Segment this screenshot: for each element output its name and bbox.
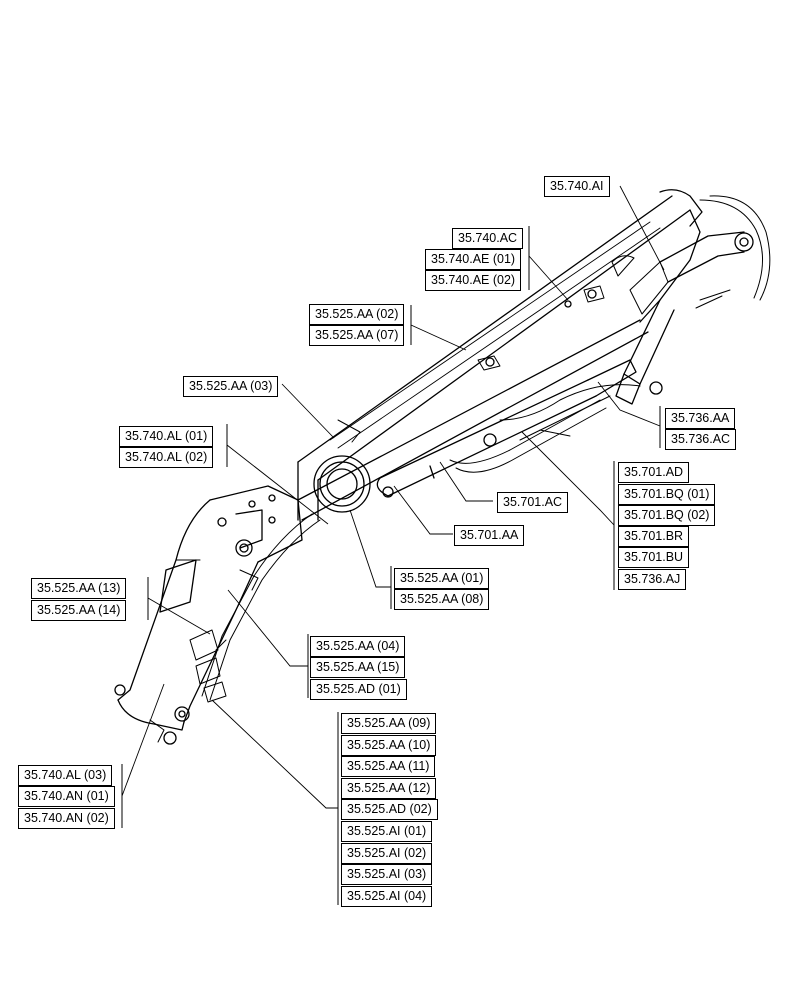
callout-35-701-bu[interactable]: 35.701.BU bbox=[618, 547, 690, 568]
callout-35-740-an-02[interactable]: 35.740.AN (02) bbox=[18, 808, 115, 829]
callout-35-525-aa-08[interactable]: 35.525.AA (08) bbox=[394, 589, 490, 610]
callout-35-701-aa[interactable]: 35.701.AA bbox=[454, 525, 525, 546]
callout-35-525-ai-01[interactable]: 35.525.AI (01) bbox=[341, 821, 433, 842]
callout-35-701-bq-01[interactable]: 35.701.BQ (01) bbox=[618, 484, 716, 505]
callout-35-736-ac[interactable]: 35.736.AC bbox=[665, 429, 737, 450]
callout-35-525-aa-11[interactable]: 35.525.AA (11) bbox=[341, 756, 436, 777]
callout-35-740-al-01[interactable]: 35.740.AL (01) bbox=[119, 426, 214, 447]
callout-35-525-aa-03[interactable]: 35.525.AA (03) bbox=[183, 376, 279, 397]
callout-35-525-ai-04[interactable]: 35.525.AI (04) bbox=[341, 886, 433, 907]
callout-35-525-ad-01[interactable]: 35.525.AD (01) bbox=[310, 679, 407, 700]
callout-35-740-ae-01[interactable]: 35.740.AE (01) bbox=[425, 249, 522, 270]
callout-35-525-aa-13[interactable]: 35.525.AA (13) bbox=[31, 578, 127, 599]
callout-35-525-aa-12[interactable]: 35.525.AA (12) bbox=[341, 778, 437, 799]
callout-35-740-an-01[interactable]: 35.740.AN (01) bbox=[18, 786, 115, 807]
callout-35-701-bq-02[interactable]: 35.701.BQ (02) bbox=[618, 505, 716, 526]
callout-35-701-ad[interactable]: 35.701.AD bbox=[618, 462, 690, 483]
callout-35-525-aa-02[interactable]: 35.525.AA (02) bbox=[309, 304, 405, 325]
callout-35-525-aa-14[interactable]: 35.525.AA (14) bbox=[31, 600, 127, 621]
callout-35-525-aa-15[interactable]: 35.525.AA (15) bbox=[310, 657, 406, 678]
callout-35-525-ai-02[interactable]: 35.525.AI (02) bbox=[341, 843, 433, 864]
callout-35-525-ai-03[interactable]: 35.525.AI (03) bbox=[341, 864, 433, 885]
boom-body bbox=[297, 189, 771, 521]
callout-35-525-aa-10[interactable]: 35.525.AA (10) bbox=[341, 735, 437, 756]
callout-35-525-aa-07[interactable]: 35.525.AA (07) bbox=[309, 325, 405, 346]
callout-35-740-ai[interactable]: 35.740.AI bbox=[544, 176, 610, 197]
callout-35-525-aa-01[interactable]: 35.525.AA (01) bbox=[394, 568, 490, 589]
mast-body bbox=[114, 485, 321, 745]
callout-35-525-ad-02[interactable]: 35.525.AD (02) bbox=[341, 799, 438, 820]
callout-35-701-ac[interactable]: 35.701.AC bbox=[497, 492, 569, 513]
callout-35-736-aj[interactable]: 35.736.AJ bbox=[618, 569, 687, 590]
callout-35-740-al-03[interactable]: 35.740.AL (03) bbox=[18, 765, 113, 786]
callout-35-736-aa[interactable]: 35.736.AA bbox=[665, 408, 736, 429]
callout-35-740-ae-02[interactable]: 35.740.AE (02) bbox=[425, 270, 522, 291]
callout-35-740-ac[interactable]: 35.740.AC bbox=[452, 228, 524, 249]
callout-35-525-aa-09[interactable]: 35.525.AA (09) bbox=[341, 713, 437, 734]
callout-35-525-aa-04[interactable]: 35.525.AA (04) bbox=[310, 636, 406, 657]
leader-lines bbox=[121, 185, 665, 809]
callout-35-740-al-02[interactable]: 35.740.AL (02) bbox=[119, 447, 214, 468]
callout-35-701-br[interactable]: 35.701.BR bbox=[618, 526, 690, 547]
